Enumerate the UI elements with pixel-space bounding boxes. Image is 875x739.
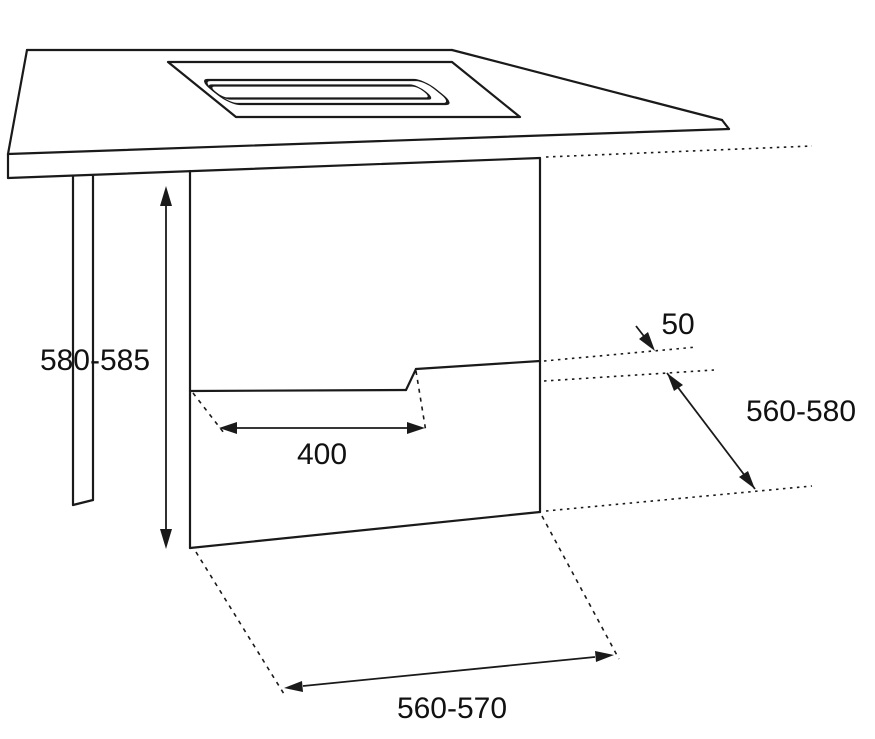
worktop-left-edge [6,48,29,156]
projection-worktop-front [545,145,813,158]
dimension-clearance: 50 [635,308,695,351]
depth-arrow-top [667,373,683,391]
vent-grille [204,78,450,106]
vent-grille-outer-frame [204,78,450,106]
clearance-arrow [639,332,655,351]
height-arrow-up [160,186,172,206]
guide-400-right [415,370,427,433]
niche-step-riser [404,367,418,392]
inner-width-arrow-right [407,422,425,434]
inner-width-arrow-left [219,422,237,434]
vent-grille-inner-slot [208,84,432,100]
width-dim-line [302,656,596,687]
worktop-cutout [166,60,522,119]
projection-step-lower [543,369,715,382]
construction-lines [192,145,813,695]
height-dim-label: 580-585 [40,344,150,377]
worktop-cut-edge [450,48,724,122]
niche-bottom-edge [188,510,542,550]
height-arrow-down [160,529,172,549]
width-arrow-left [284,681,303,692]
side-panel-bottom-edge [71,498,95,507]
guide-400-left [192,392,225,434]
niche-step-upper-edge [414,359,542,371]
depth-dim-line [666,372,756,490]
guide-bottom-left [195,551,285,695]
projection-niche-bottom [545,485,813,512]
depth-dim-label: 560-580 [746,395,856,428]
cutout-outline [166,60,522,119]
worktop-cut-corner [720,118,731,131]
clearance-dim-label: 50 [661,308,694,341]
inner-width-dim-label: 400 [297,438,347,471]
depth-arrow-bottom [739,471,755,489]
dimension-niche-width: 560-570 [284,651,614,725]
worktop-front-bottom-edge [6,156,542,180]
projection-step-upper [543,346,698,362]
dimension-niche-height: 580-585 [40,186,172,549]
niche-step-lower-edge [188,388,408,393]
guide-bottom-right [541,515,620,660]
niche [188,156,542,550]
dimension-inner-width: 400 [219,422,425,471]
worktop-front-top-edge [6,127,731,156]
width-dim-label: 560-570 [397,692,507,725]
width-arrow-right [595,651,614,662]
cabinet-side-panel [71,173,95,507]
worktop [6,48,731,180]
dimension-niche-depth: 560-580 [666,372,856,490]
